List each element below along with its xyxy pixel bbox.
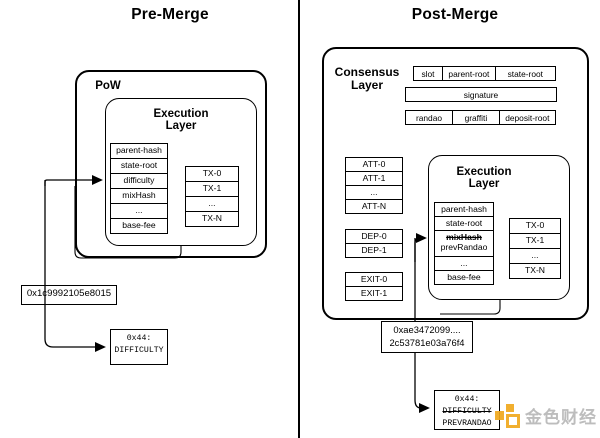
watermark-text: 金色财经 [525,408,597,428]
consensus-field-cell: deposit-root [498,110,556,125]
exit-cell: EXIT-1 [345,285,403,301]
post-value-line-2: 2c53781e03a76f4 [389,336,465,348]
post-opcode-name-replacement: PREVRANDAO [442,419,492,428]
post-header-field-cell-struck: mixHash [446,231,482,242]
pre-execution-layer-label-1: Execution [153,108,209,120]
post-connector-to-prevrandao [414,232,427,262]
pre-connector-to-difficulty [44,174,103,186]
pre-connector-to-opcode [44,338,106,353]
consensus-field-cell: signature [405,87,557,102]
post-transaction-cell: TX-N [509,262,561,279]
pre-transaction-cell: TX-N [185,210,239,227]
consensus-layer-container [322,47,589,320]
pre-header-field-cell: base-fee [110,217,168,234]
deposit-cell: DEP-1 [345,242,403,258]
consensus-field-cell: state-root [494,66,556,81]
post-opcode-box: 0x44: DIFFICULTY PREVRANDAO [434,390,500,430]
post-prevrandao-value-box: 0xae3472099.... 2c53781e03a76f4 [381,321,473,353]
pre-execution-layer-container [105,98,257,246]
post-opcode-code: 0x44: [454,395,480,404]
pow-container [75,70,267,258]
consensus-layer-label-1: Consensus [334,65,400,79]
pre-transaction-cell: ... [185,195,239,212]
pre-opcode-code: 0x44: [126,334,152,343]
panel-divider [298,0,300,438]
consensus-header-row-2: signature [405,87,557,102]
consensus-field-cell: graffiti [451,110,500,125]
pre-execution-bracket [74,186,182,259]
pow-label: PoW [95,80,121,92]
pre-opcode-name: DIFFICULTY [114,346,164,355]
post-execution-layer-label-1: Execution [456,166,512,178]
post-header-field-cell: base-fee [434,269,494,285]
page-title-pre-merge: Pre-Merge [131,6,209,23]
post-header-field-cell-replacement: prevRandao [440,241,488,252]
post-connector-to-opcode [414,399,430,414]
post-execution-layer-label-2: Layer [468,178,500,190]
post-value-line-1: 0xae3472099.... [393,324,461,335]
post-execution-layer-container [428,155,570,300]
attestation-cell: ATT-N [345,198,403,214]
watermark-logo-icon [495,403,521,428]
consensus-layer-label-2: Layer [350,78,384,92]
pre-execution-layer-label-2: Layer [165,120,197,132]
watermark: 金色财经 [495,403,597,428]
post-opcode-name-struck: DIFFICULTY [442,407,492,416]
pre-opcode-box: 0x44: DIFFICULTY [110,329,168,365]
post-execution-bracket [440,300,501,315]
page-title-post-merge: Post-Merge [411,6,499,23]
